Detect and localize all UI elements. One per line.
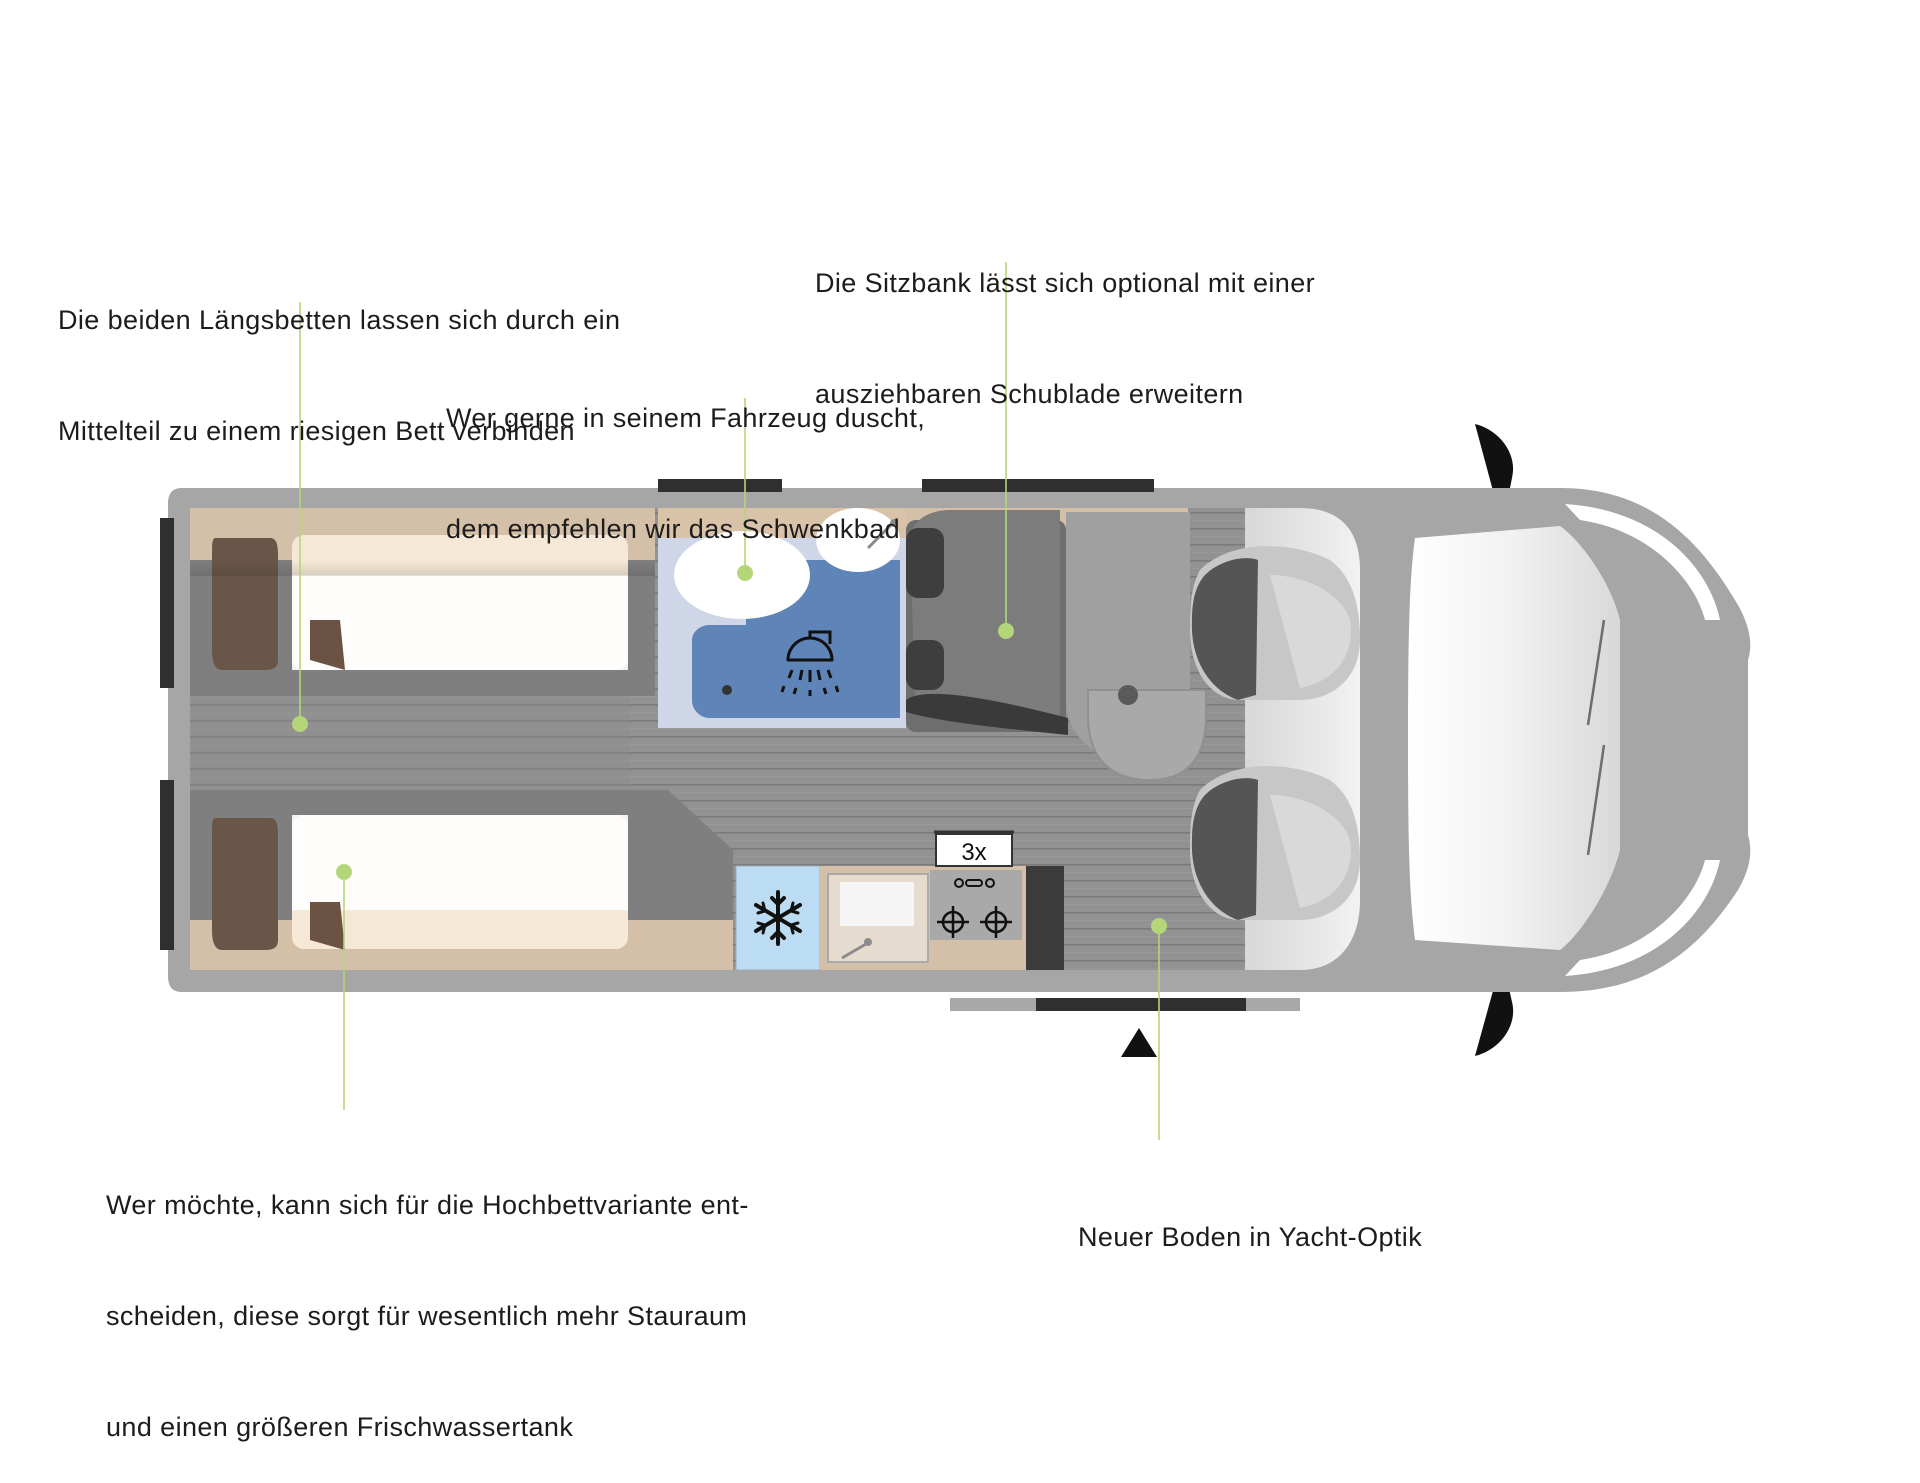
callout-loft-bed-line-2: scheiden, diese sorgt für wesentlich meh… xyxy=(106,1301,748,1331)
bed-left-top xyxy=(190,508,655,696)
cab-seat-driver xyxy=(1190,546,1360,700)
rear-door-right xyxy=(160,780,174,950)
burner-left-icon xyxy=(937,906,969,938)
side-window-bath xyxy=(658,479,782,492)
rear-door-left xyxy=(160,518,174,688)
sliding-door xyxy=(1036,998,1246,1011)
windshield xyxy=(1408,526,1620,950)
callout-yacht-floor-line-1: Neuer Boden in Yacht-Optik xyxy=(1078,1222,1423,1252)
wheel-arch-top xyxy=(1565,504,1720,620)
dot-floor xyxy=(1151,918,1167,934)
callout-swivel-bath-line-2: dem empfehlen wir das Schwenkbad xyxy=(446,514,901,544)
shower-tray xyxy=(692,625,900,718)
callout-yacht-floor: Neuer Boden in Yacht-Optik xyxy=(1078,1145,1422,1293)
callout-bench-drawer-line-1: Die Sitzbank lässt sich optional mit ein… xyxy=(815,268,1316,298)
callout-bench-drawer: Die Sitzbank lässt sich optional mit ein… xyxy=(815,191,1315,450)
tall-cabinet xyxy=(1026,866,1064,970)
floorplan-stage: 3x Die beiden Längsbetten lassen sich du… xyxy=(58,191,1751,1442)
entry-arrow-icon xyxy=(1121,1028,1157,1057)
cab-seat-passenger xyxy=(1190,766,1360,920)
leader-dots xyxy=(292,565,1167,934)
dinette-bench xyxy=(906,508,1207,782)
callout-swivel-bath: Wer gerne in seinem Fahrzeug duscht, dem… xyxy=(446,326,925,585)
callout-long-beds: Die beiden Längsbetten lassen sich durch… xyxy=(58,228,620,487)
mirror-bottom xyxy=(1475,980,1520,1056)
callout-loft-bed-line-1: Wer möchte, kann sich für die Hochbettva… xyxy=(106,1190,749,1220)
callout-swivel-bath-line-1: Wer gerne in seinem Fahrzeug duscht, xyxy=(446,403,926,433)
callout-loft-bed-line-3: und einen größeren Frischwassertank xyxy=(106,1412,574,1442)
callout-loft-bed: Wer möchte, kann sich für die Hochbettva… xyxy=(106,1113,749,1483)
stove-controls-icon xyxy=(954,878,995,888)
wheel-arch-bottom xyxy=(1565,860,1720,976)
burner-count-label: 3x xyxy=(961,839,986,866)
shower-icon xyxy=(780,630,840,696)
kitchen-block: 3x xyxy=(735,830,1064,971)
burner-right-icon xyxy=(980,906,1012,938)
callout-bench-drawer-line-2: ausziehbaren Schublade erweitern xyxy=(815,379,1244,409)
burner-count-box xyxy=(935,833,1013,867)
callout-long-beds-line-1: Die beiden Längsbetten lassen sich durch… xyxy=(58,305,621,335)
side-window-front xyxy=(922,479,1154,492)
callout-long-beds-line-2: Mittelteil zu einem riesigen Bett verbin… xyxy=(58,416,575,446)
dot-bath xyxy=(737,565,753,581)
snowflake-icon xyxy=(754,890,802,946)
leader-lines xyxy=(299,262,1160,1140)
bed-left-bottom xyxy=(190,790,733,970)
sink xyxy=(816,508,900,572)
dot-beds xyxy=(292,716,308,732)
dot-bench xyxy=(998,623,1014,639)
mirror-top xyxy=(1475,424,1520,502)
camper-floorplan: 3x xyxy=(160,262,1751,1140)
dot-loft xyxy=(336,864,352,880)
